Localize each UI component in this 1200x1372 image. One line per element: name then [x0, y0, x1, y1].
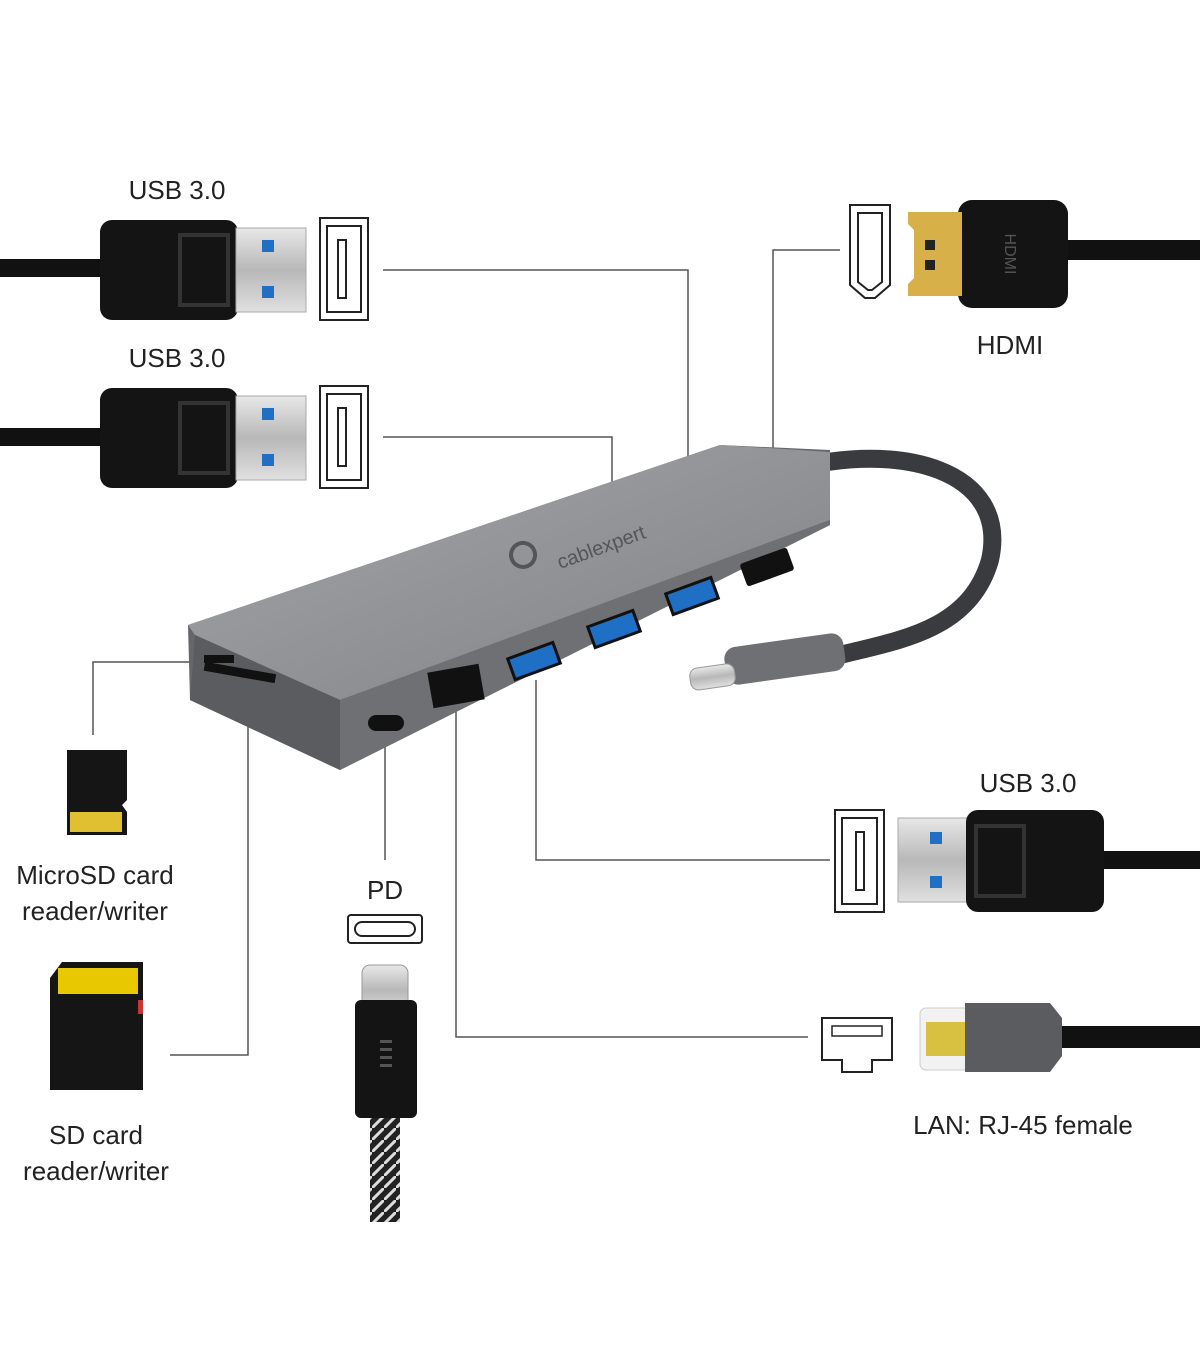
hub-hdmi-port	[740, 548, 794, 586]
microsd-card	[67, 750, 127, 835]
hub-usb-port	[663, 575, 721, 617]
usb-label-top-2: USB 3.0	[128, 343, 226, 373]
rj45-port-icon	[821, 1017, 893, 1073]
usb-c-hub: cablexpert	[188, 445, 830, 770]
usb-plug-right	[897, 810, 1200, 912]
usb-port-icon	[319, 217, 369, 321]
microsd-label-line2: reader/writer	[22, 896, 168, 926]
usbc-plug	[355, 964, 417, 1222]
usb-label-right: USB 3.0	[979, 768, 1077, 798]
usb-port-icon	[834, 809, 885, 913]
microsd-label: MicroSD card reader/writer	[16, 857, 173, 929]
usb-plug-top-2	[0, 388, 307, 488]
svg-text:HDMI: HDMI	[1001, 234, 1018, 275]
hub-microsd-slot	[204, 655, 234, 663]
usb-plug-top-1	[0, 220, 307, 320]
hub-rj45-port	[427, 663, 485, 709]
microsd-label-line1: MicroSD card	[16, 860, 174, 890]
hub-usbc-pd-port	[368, 715, 404, 731]
hdmi-plug: HDMI	[908, 200, 1200, 308]
usbc-port-icon	[347, 914, 423, 944]
usb-c-host-cable	[689, 449, 1002, 691]
hdmi-port-icon	[849, 204, 891, 299]
hdmi-label: HDMI	[976, 330, 1044, 360]
hub-sd-slot	[203, 661, 277, 684]
usb-port-icon	[319, 385, 369, 489]
rj45-plug	[919, 1003, 1200, 1072]
hub-usb-port	[505, 640, 563, 682]
sd-label: SD card reader/writer	[23, 1117, 169, 1189]
usb-label-top-1: USB 3.0	[128, 175, 226, 205]
lan-label: LAN: RJ-45 female	[913, 1110, 1133, 1140]
hub-usb-port	[585, 608, 643, 650]
sd-card	[50, 962, 143, 1090]
sd-label-line2: reader/writer	[23, 1156, 169, 1186]
pd-label: PD	[366, 875, 404, 905]
sd-label-line1: SD card	[49, 1120, 143, 1150]
